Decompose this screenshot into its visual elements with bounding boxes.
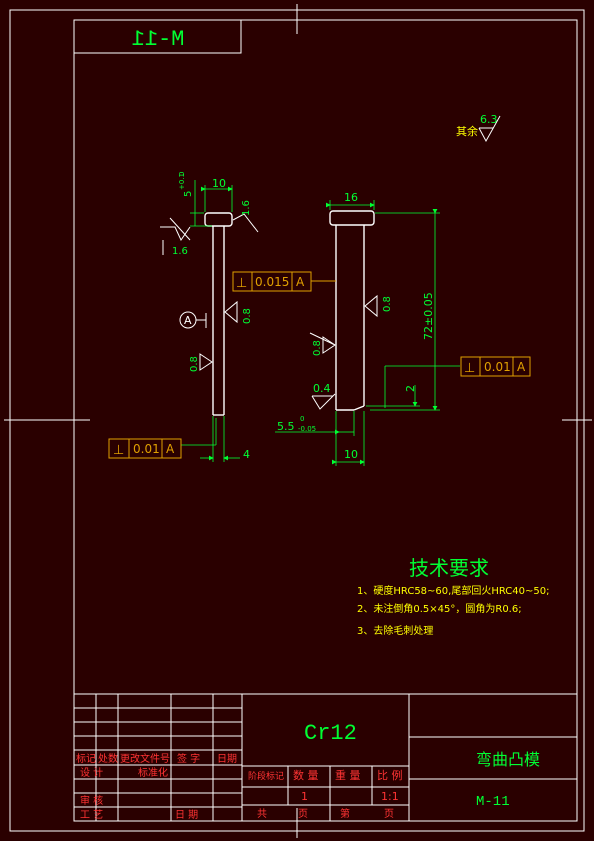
tech-item-1: 1、硬度HRC58~60,尾部回火HRC40~50; [357,584,549,597]
right-roughness-corner: 0.4 [313,382,331,395]
sheet-label-3: 页 [384,808,394,820]
right-tip: 5.5 [277,420,295,433]
sheet-label-2: 第 [340,807,350,820]
role-design: 设 计 [80,766,103,779]
roughness-label: 其余 [456,124,478,138]
part-name: 弯曲凸模 [476,750,540,769]
left-punch-outline [204,212,233,416]
left-perp-datum: A [166,442,175,456]
code-box: M-11 [73,19,242,54]
left-shank-width: 4 [243,448,250,461]
left-perp-symbol: ⊥ [113,443,124,458]
title-block: 标记 处数 更改文件号 签 字 日期 设 计 标准化 审 核 工 艺 日 期 C… [73,693,578,822]
roughness-value: 6.3 [480,113,498,126]
left-head-tol-zero: 0 [178,172,186,176]
tech-requirements: 技术要求 1、硬度HRC58~60,尾部回火HRC40~50; 2、未注倒角0.… [357,556,549,637]
right-perp-frame-2: ⊥ 0.01 A [460,356,531,377]
tech-title: 技术要求 [409,556,489,580]
right-tip-tol-lower: -0.05 [298,425,316,433]
rev-header-1: 处数 [98,752,118,765]
right-perp-value: 0.015 [255,275,289,289]
right-perp2-value: 0.01 [484,360,511,374]
left-top-width: 10 [212,177,226,190]
drawing-frame [4,4,592,838]
left-roughness-shank-2: 0.8 [189,356,200,372]
drawing-number: M-11 [476,794,510,810]
right-step: 2 [404,385,417,392]
right-perp-frame: ⊥ 0.015 A [232,271,336,292]
left-roughness-head-under: 1.6 [172,246,188,257]
role-process: 工 艺 [80,809,103,821]
info-header-0: 阶段标记 [248,770,284,782]
right-bottom-width: 10 [344,448,358,461]
rev-header-4: 日期 [217,753,237,765]
scale: 1:1 [381,790,399,803]
right-perp2-symbol: ⊥ [464,361,475,376]
left-datum-label: A [184,314,192,327]
tech-item-2: 2、未注倒角0.5×45°，圆角为R0.6; [357,602,522,615]
quantity: 1 [301,790,308,803]
left-perp-frame: ⊥ 0.01 A [108,438,182,459]
role-review: 审 核 [80,794,103,807]
left-roughness-shank: 0.8 [242,308,253,324]
role-date: 日 期 [175,809,198,821]
sheet-label-0: 共 [257,808,267,820]
left-head-tol: +0.1 [178,173,186,190]
info-header-2: 重 量 [335,768,361,782]
rev-header-0: 标记 [76,753,96,765]
rev-header-2: 更改文件号 [120,752,170,765]
code-mirrored-text: M-11 [132,27,185,52]
info-header-1: 数 量 [293,769,319,782]
right-punch-outline [329,210,375,411]
left-punch: 10 5 +0.1 0 1.6 1.6 0.8 0.8 A ⊥ 0.01 A 4 [108,172,259,462]
right-tip-tol-upper: 0 [300,415,304,423]
general-roughness: 其余 6.3 [456,113,501,143]
role-standard: 标准化 [138,766,168,779]
right-length: 72±0.05 [422,292,435,340]
right-top-width: 16 [344,191,358,204]
right-roughness-shank-2: 0.8 [312,340,323,356]
material: Cr12 [304,721,357,746]
sheet-label-1: 页 [298,808,308,820]
right-perp2-datum: A [517,360,526,374]
right-perp-datum: A [296,275,305,289]
right-punch: 16 72±0.05 2 0.8 0.8 0.4 5.5 0 -0.05 10 … [232,191,531,466]
left-head-height: 5 [183,191,194,197]
left-roughness-head-side: 1.6 [241,200,252,216]
tech-item-3: 3、去除毛刺处理 [357,624,433,637]
rev-header-3: 签 字 [177,752,200,765]
right-perp-symbol: ⊥ [236,276,247,291]
info-header-3: 比 例 [377,768,403,782]
left-perp-value: 0.01 [133,442,160,456]
right-roughness-shank: 0.8 [382,296,393,312]
